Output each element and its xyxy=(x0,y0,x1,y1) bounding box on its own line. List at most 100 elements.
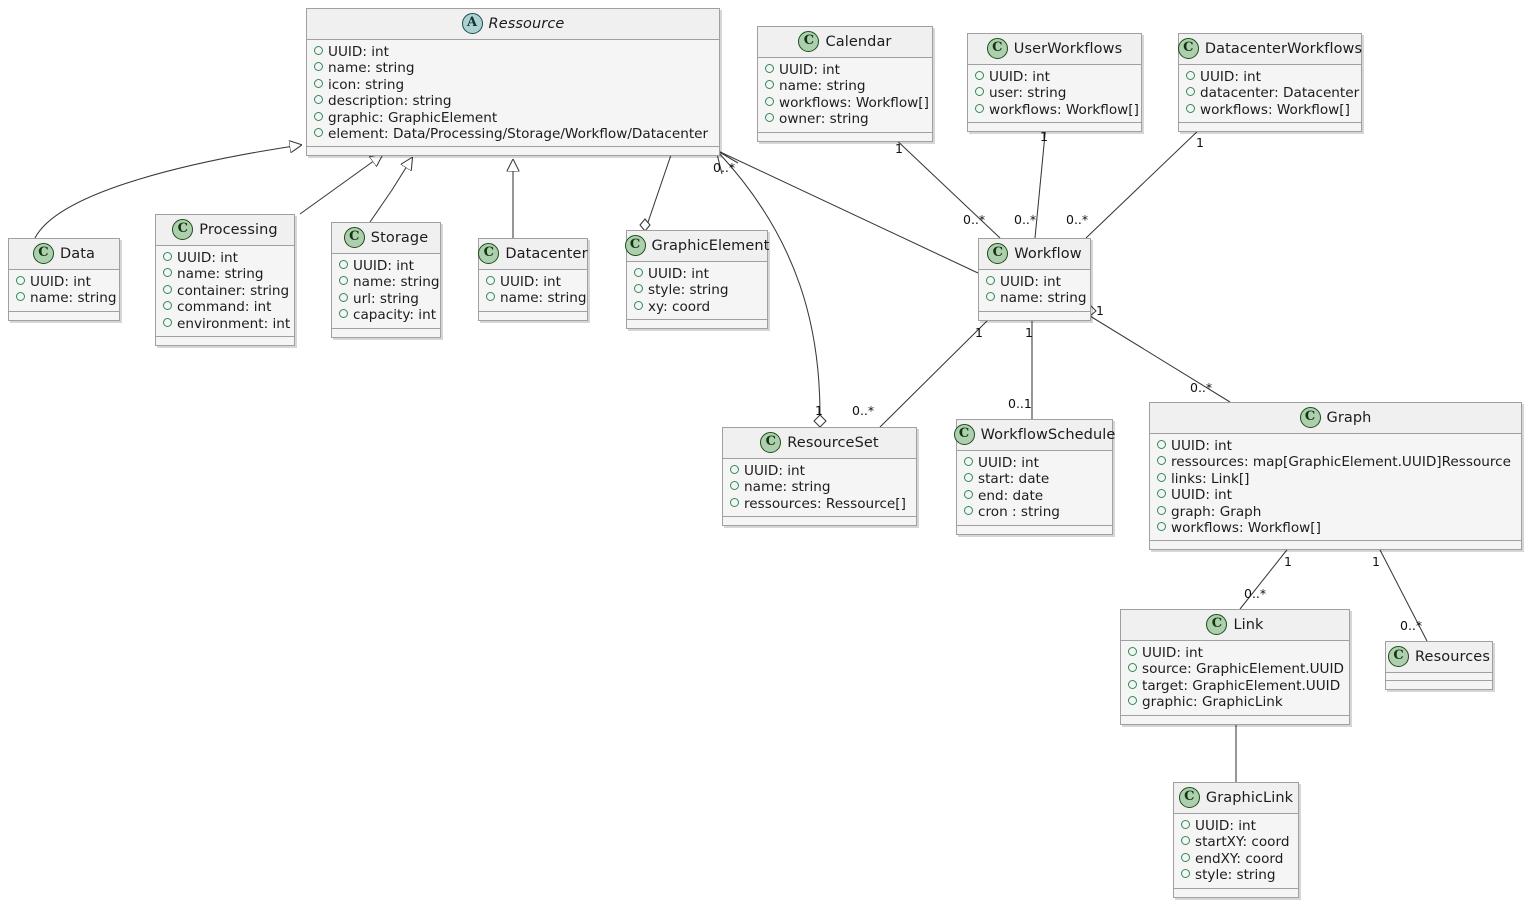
class-name-userworkflows: UserWorkflows xyxy=(1013,40,1123,57)
attribute-text: end: date xyxy=(978,487,1044,504)
public-visibility-icon xyxy=(1181,852,1190,862)
class-icon: C xyxy=(987,243,1009,264)
class-methods-datacenter xyxy=(479,311,587,320)
public-visibility-icon xyxy=(1128,647,1137,656)
class-icon: C xyxy=(343,227,365,248)
public-visibility-icon xyxy=(1157,472,1166,482)
public-visibility-icon xyxy=(634,268,643,277)
attribute-row: name: string xyxy=(486,290,586,306)
class-icon: C xyxy=(1206,614,1228,635)
attribute-text: style: string xyxy=(648,282,729,299)
attribute-text: source: GraphicElement.UUID xyxy=(1142,661,1344,678)
attribute-row: UUID: int xyxy=(986,274,1084,290)
multiplicity-label: 1 xyxy=(1040,129,1048,144)
attribute-text: workflows: Workflow[] xyxy=(1171,520,1321,537)
attribute-text: UUID: int xyxy=(1000,274,1061,290)
multiplicity-label: 0..* xyxy=(1014,212,1037,227)
multiplicity-label: 0..* xyxy=(713,160,736,175)
public-visibility-icon xyxy=(314,111,323,121)
attribute-row: links: Link[] xyxy=(1157,471,1515,487)
attribute-row: url: string xyxy=(339,291,434,307)
multiplicity-label: 1 xyxy=(975,325,983,340)
multiplicity-label: 1 xyxy=(815,403,823,418)
attribute-row: graphic: GraphicLink xyxy=(1128,694,1343,710)
attribute-row: environment: int xyxy=(163,316,290,332)
attribute-text: startXY: coord xyxy=(1195,834,1290,851)
attribute-row: UUID: int xyxy=(339,258,434,274)
attribute-row: element: Data/Processing/Storage/Workflo… xyxy=(314,126,713,142)
attribute-row: style: string xyxy=(1181,867,1292,883)
class-methods-datacenterworkflows xyxy=(1179,123,1361,132)
multiplicity-label: 0..1 xyxy=(1008,396,1032,411)
class-icon: C xyxy=(953,424,975,445)
attribute-row: workflows: Workflow[] xyxy=(975,102,1139,118)
attribute-text: UUID: int xyxy=(500,274,561,290)
class-name-datacenter: Datacenter xyxy=(505,245,588,262)
public-visibility-icon xyxy=(486,276,495,285)
public-visibility-icon xyxy=(163,252,172,261)
public-visibility-icon xyxy=(765,96,774,106)
public-visibility-icon xyxy=(16,276,25,285)
attribute-text: xy: coord xyxy=(648,298,711,315)
attribute-row: UUID: int xyxy=(486,274,581,290)
multiplicity-label: 1 xyxy=(1196,135,1204,150)
attribute-text: name: string xyxy=(177,266,264,283)
public-visibility-icon xyxy=(314,46,323,55)
attribute-text: ressources: Ressource[] xyxy=(744,495,906,512)
attribute-text: UUID: int xyxy=(177,250,238,266)
class-methods-ressource xyxy=(307,147,719,156)
public-visibility-icon xyxy=(964,457,973,466)
class-methods-workflow xyxy=(979,311,1090,320)
public-visibility-icon xyxy=(1181,869,1190,879)
attribute-text: description: string xyxy=(328,93,452,110)
class-icon: C xyxy=(478,243,500,264)
attribute-text: cron : string xyxy=(978,504,1060,521)
public-visibility-icon xyxy=(975,87,984,97)
attribute-text: name: string xyxy=(779,78,866,95)
attribute-text: url: string xyxy=(353,290,419,307)
public-visibility-icon xyxy=(986,276,995,285)
public-visibility-icon xyxy=(730,481,739,491)
attribute-text: capacity: int xyxy=(353,307,437,324)
attribute-text: graph: Graph xyxy=(1171,503,1262,520)
class-methods-graphiclink xyxy=(1174,888,1298,897)
attribute-text: UUID: int xyxy=(989,69,1050,85)
multiplicity-label: 0..* xyxy=(1244,586,1267,601)
public-visibility-icon xyxy=(16,292,25,302)
public-visibility-icon xyxy=(1128,663,1137,673)
attribute-row: xy: coord xyxy=(634,299,761,315)
attribute-row: UUID: int xyxy=(16,274,113,290)
attribute-row: UUID: int xyxy=(765,62,926,78)
